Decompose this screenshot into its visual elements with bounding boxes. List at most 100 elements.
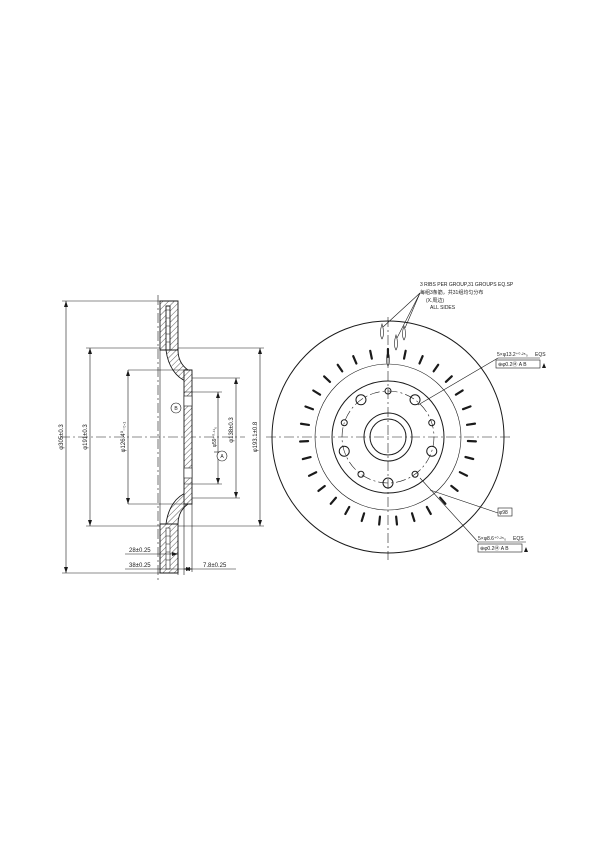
- bore-step: [184, 391, 192, 485]
- hat-diameter-lines: [128, 369, 184, 505]
- vent-slot: [454, 389, 464, 396]
- dim-friction-diameter: φ191±0.3: [83, 347, 160, 527]
- vent-slot: [461, 405, 472, 411]
- hole-top-size: 5×φ13.2⁺⁰·²⁵₀: [497, 352, 528, 358]
- outer-diameter-label: φ305±0.3: [59, 424, 65, 450]
- center-bore-label: φ59⁺⁰·¹¹₀: [212, 427, 218, 448]
- ribs-note-cn: 每组3条筋，共31组均匀分布: [420, 289, 483, 296]
- vent-slot: [432, 363, 440, 373]
- svg-text:B: B: [174, 406, 178, 412]
- ribs-note-en: 3 RIBS PER GROUP,31 GROUPS EQ.SP: [420, 282, 514, 288]
- hole-top-eqs: EQS: [535, 352, 546, 358]
- bolt-holes: [338, 387, 438, 489]
- vent-slot: [458, 471, 469, 477]
- vent-slots: [299, 347, 477, 526]
- vent-slot: [344, 505, 351, 516]
- vent-slot: [444, 375, 453, 383]
- hole-top-leader: [417, 357, 499, 406]
- pcd-label: φ98: [499, 510, 508, 516]
- hole-bot-eqs: EQS: [513, 536, 524, 542]
- svg-text:A: A: [220, 454, 224, 460]
- vent-slot: [312, 389, 322, 396]
- center-bore: [369, 418, 407, 456]
- vent-slot: [369, 349, 373, 360]
- vent-slot: [360, 512, 366, 523]
- locating-hole: [340, 419, 348, 427]
- vent-slot: [336, 363, 344, 373]
- rib-leader-2: [396, 292, 421, 339]
- vent-slot: [395, 515, 399, 526]
- vent-slot: [299, 422, 311, 427]
- hole-bot-size: 5×φ8.6⁺⁰·²⁵₀: [478, 536, 506, 542]
- dim-hat-diameter: φ126.4⁰₋₀.₁: [120, 370, 130, 504]
- wheel-stud-hole: [426, 445, 438, 457]
- locating-hole: [411, 470, 419, 478]
- dim-thickness-28: 28±0.25: [125, 540, 179, 575]
- wheel-stud-hole: [382, 477, 394, 489]
- vent-slot: [439, 496, 447, 505]
- pilot-diameter-label: φ138±0.3: [229, 417, 235, 443]
- dim-center-bore: φ59⁺⁰·¹¹₀: [192, 391, 222, 485]
- all-sides-cn: (X.周边): [426, 297, 444, 304]
- rib-leader-3: [404, 292, 421, 329]
- hat-thickness-label: 7.8±0.25: [203, 563, 227, 569]
- hole-top-datum-triangle: [542, 363, 546, 368]
- datum-b-marker: B: [170, 402, 182, 414]
- hole-top-position-frame: [495, 359, 541, 369]
- pcd-leader: [429, 489, 499, 514]
- vent-slot: [352, 355, 358, 365]
- friction-inner-edge: [314, 363, 462, 511]
- locating-hole: [357, 470, 365, 478]
- vent-slot: [450, 484, 459, 492]
- front-view: 3 RIBS PER GROUP,31 GROUPS EQ.SP 每组3条筋，共…: [266, 282, 546, 560]
- vent-slot: [378, 515, 382, 526]
- rib-leader-1: [382, 292, 421, 328]
- flange-hole-upper: [183, 395, 193, 407]
- vent-slot: [464, 455, 475, 461]
- upper-friction-ring: [159, 300, 179, 351]
- dim-inner-friction: φ193.1±0.8: [178, 347, 264, 527]
- hat-outer-edge: [331, 380, 445, 494]
- vent-slot: [402, 349, 407, 360]
- hole-bot-datum-triangle: [524, 547, 528, 552]
- hole-bot-leader: [419, 477, 479, 543]
- hole-bot-position-frame: [477, 543, 523, 553]
- all-sides-en: ALL SIDES: [430, 305, 456, 311]
- vent-slot: [329, 496, 338, 505]
- wheel-stud-hole: [409, 394, 421, 406]
- lower-vent-channel: [165, 527, 171, 570]
- center-bore-outer: [363, 412, 413, 462]
- vent-slot: [410, 512, 416, 523]
- hole-bot-position: ⊕φ0.2Ⓜ A B: [480, 545, 509, 552]
- vane-rib-group: [380, 323, 406, 367]
- height-38-label: 38±0.25: [129, 563, 151, 569]
- inner-friction-label: φ193.1±0.8: [253, 421, 259, 452]
- vent-slot: [317, 484, 326, 493]
- disc-outer-edge: [271, 320, 505, 554]
- vent-slot: [465, 422, 477, 426]
- wheel-stud-hole: [338, 445, 350, 457]
- hole-top-position: ⊕φ0.2Ⓜ A B: [498, 361, 527, 368]
- locating-hole: [428, 419, 436, 427]
- vent-slot: [301, 456, 312, 461]
- vent-slot: [307, 471, 318, 477]
- flange-hole-lower: [183, 467, 193, 479]
- dim-height-38: 38±0.25: [125, 563, 192, 571]
- hat-diameter-label: φ126.4⁰₋₀.₁: [120, 422, 127, 453]
- wheel-stud-hole: [355, 394, 367, 406]
- vent-slot: [418, 355, 424, 365]
- dim-pilot-diameter: φ138±0.3: [192, 377, 240, 499]
- bolt-circle: [341, 390, 435, 484]
- dim-hat-thickness: 7.8±0.25: [183, 504, 236, 575]
- datum-a-marker: A: [214, 450, 228, 462]
- lower-vent-ribs: [166, 535, 170, 561]
- vent-slot: [425, 505, 432, 516]
- vent-slot: [323, 375, 332, 384]
- locating-hole: [384, 387, 392, 395]
- vent-slot: [304, 405, 315, 411]
- thickness-28-label: 28±0.25: [129, 548, 151, 554]
- upper-vent-ribs: [166, 309, 170, 343]
- friction-diameter-label: φ191±0.3: [83, 424, 89, 450]
- section-view: φ305±0.3 φ191±0.3 φ126.4⁰₋₀.₁ φ59⁺⁰·¹¹₀: [59, 295, 264, 580]
